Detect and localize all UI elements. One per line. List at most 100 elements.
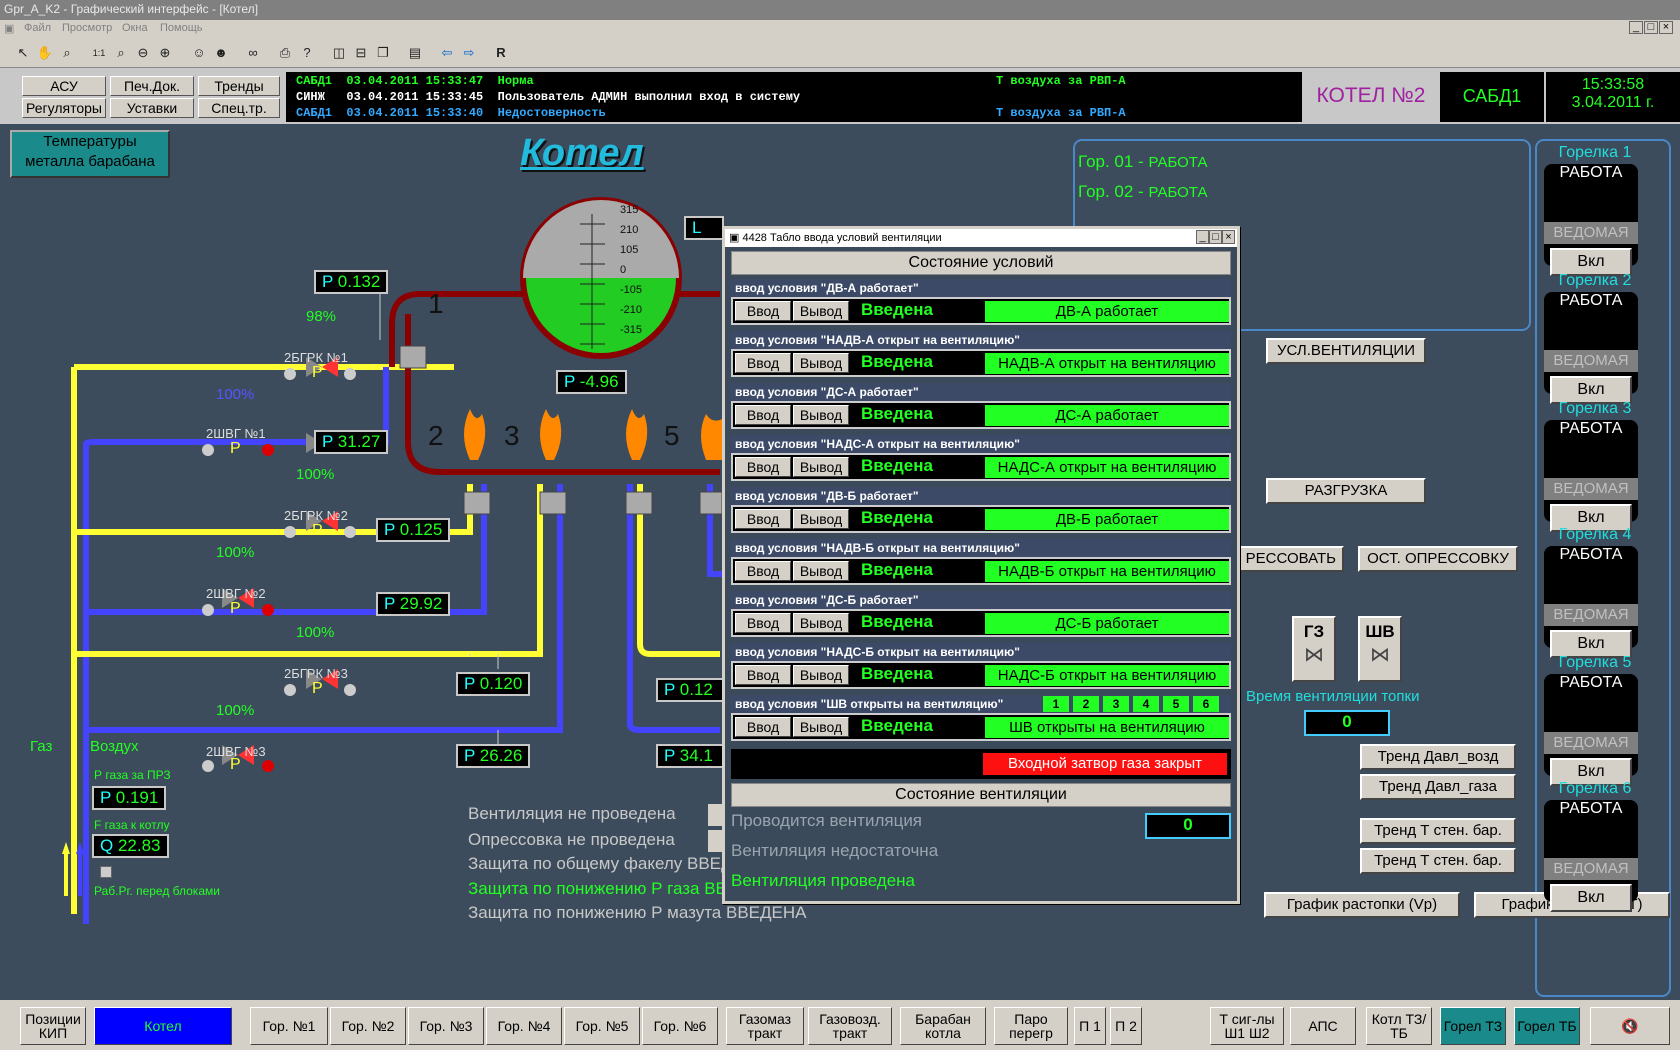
condition-enter-button[interactable]: Ввод xyxy=(735,457,791,477)
trend-drum-wall-button[interactable]: Тренд Т стен. бар. xyxy=(1360,848,1516,874)
event-log[interactable]: САБД1 03.04.2011 15:33:47 Норма Т воздух… xyxy=(286,72,1302,122)
rab-checkbox[interactable] xyxy=(100,866,112,878)
condition-exit-button[interactable]: Вывод xyxy=(793,405,849,425)
status-button-edge[interactable] xyxy=(708,830,722,852)
condition-enter-button[interactable]: Ввод xyxy=(735,613,791,633)
minimize-icon[interactable]: _ xyxy=(1629,21,1643,34)
condition-exit-button[interactable]: Вывод xyxy=(793,509,849,529)
bottom-nav-button[interactable]: Котел xyxy=(94,1007,232,1045)
burner-on-button[interactable]: Вкл xyxy=(1550,376,1632,404)
menu-file[interactable]: Файл xyxy=(24,22,52,34)
cascade-icon[interactable]: ❐ xyxy=(377,45,389,60)
nav-print-docs[interactable]: Печ.Док. xyxy=(110,76,194,96)
condition-exit-button[interactable]: Вывод xyxy=(793,613,849,633)
trend-drum-wall-button[interactable]: Тренд Т стен. бар. xyxy=(1360,818,1516,844)
burner-on-button[interactable]: Вкл xyxy=(1550,884,1632,912)
valve-name[interactable]: 2БГРК №3 xyxy=(284,666,348,681)
bottom-nav-button[interactable]: Горел ТЗ xyxy=(1440,1007,1506,1045)
maximize-icon[interactable]: □ xyxy=(1209,230,1222,244)
bottom-nav-button[interactable]: Котл ТЗ/ТБ xyxy=(1366,1007,1432,1045)
bottom-nav-button[interactable]: Гор. №4 xyxy=(486,1007,562,1045)
condition-enter-button[interactable]: Ввод xyxy=(735,353,791,373)
condition-enter-button[interactable]: Ввод xyxy=(735,717,791,737)
zoom-icon[interactable]: ⌕ xyxy=(63,45,71,60)
pointer-icon[interactable]: ↖ xyxy=(17,45,29,60)
bottom-nav-button[interactable]: П 2 xyxy=(1110,1007,1142,1045)
bottom-nav-button[interactable]: Барабан котла xyxy=(900,1007,986,1045)
shv-valve-button[interactable]: ШВ⋈ xyxy=(1358,616,1402,682)
trend-gas-pressure-button[interactable]: Тренд Давл_газа xyxy=(1360,774,1516,800)
menu-view[interactable]: Просмотр xyxy=(62,22,113,34)
burner-on-button[interactable]: Вкл xyxy=(1550,758,1632,786)
bottom-nav-button[interactable]: АПС xyxy=(1290,1007,1356,1045)
close-icon[interactable]: × xyxy=(1222,230,1235,244)
condition-exit-button[interactable]: Вывод xyxy=(793,665,849,685)
pressurize-button[interactable]: РЕССОВАТЬ xyxy=(1238,546,1344,572)
zoom-out-icon[interactable]: ⊖ xyxy=(137,45,149,60)
tile-horizontal-icon[interactable]: ⊟ xyxy=(355,45,367,60)
startup-graph-vp-button[interactable]: График растопки (Vp) xyxy=(1264,892,1460,918)
valve-name[interactable]: 2БГРК №2 xyxy=(284,508,348,523)
burner-on-button[interactable]: Вкл xyxy=(1550,630,1632,658)
user-icon[interactable]: ☻ xyxy=(214,45,228,60)
bottom-nav-button[interactable]: Позиции КИП xyxy=(20,1007,86,1045)
help-icon[interactable]: ? xyxy=(303,45,311,60)
zoom-in-icon[interactable]: ⊕ xyxy=(159,45,171,60)
bottom-nav-button[interactable]: Гор. №6 xyxy=(642,1007,718,1045)
burner-on-button[interactable]: Вкл xyxy=(1550,248,1632,276)
condition-enter-button[interactable]: Ввод xyxy=(735,665,791,685)
condition-exit-button[interactable]: Вывод xyxy=(793,717,849,737)
dialog-titlebar[interactable]: ▣ 4428 Табло ввода условий вентиляции _□… xyxy=(725,229,1237,247)
condition-enter-button[interactable]: Ввод xyxy=(735,301,791,321)
valve-name[interactable]: 2ШВГ №2 xyxy=(206,586,266,601)
binoculars-icon[interactable]: ∞ xyxy=(248,45,258,60)
tile-vertical-icon[interactable]: ◫ xyxy=(332,45,346,60)
nav-special-trends[interactable]: Спец.тр. xyxy=(198,98,280,118)
print-icon[interactable]: ⎙ xyxy=(279,45,291,60)
zoom-reset-icon[interactable]: 1:1 xyxy=(92,48,106,58)
restore-icon[interactable]: □ xyxy=(1644,21,1658,34)
back-icon[interactable]: ⇦ xyxy=(441,45,453,60)
drum-temperature-button[interactable]: Температуры металла барабана xyxy=(10,130,170,178)
gz-valve-button[interactable]: ГЗ⋈ xyxy=(1292,616,1336,682)
refresh-icon[interactable]: R xyxy=(496,45,506,60)
stop-pressurize-button[interactable]: ОСТ. ОПРЕССОВКУ xyxy=(1358,546,1518,572)
bottom-nav-button[interactable]: Гор. №3 xyxy=(408,1007,484,1045)
forward-icon[interactable]: ⇨ xyxy=(463,45,475,60)
condition-exit-button[interactable]: Вывод xyxy=(793,561,849,581)
alarm-mute-button[interactable]: 🔇 xyxy=(1590,1007,1670,1045)
nav-regulators[interactable]: Регуляторы xyxy=(22,98,106,118)
bottom-nav-button[interactable]: Газомаз тракт xyxy=(726,1007,804,1045)
condition-enter-button[interactable]: Ввод xyxy=(735,561,791,581)
condition-exit-button[interactable]: Вывод xyxy=(793,353,849,373)
condition-enter-button[interactable]: Ввод xyxy=(735,509,791,529)
bottom-nav-button[interactable]: Газовозд. тракт xyxy=(808,1007,892,1045)
unload-button[interactable]: РАЗГРУЗКА xyxy=(1266,478,1426,504)
status-button-edge[interactable] xyxy=(708,804,722,826)
condition-exit-button[interactable]: Вывод xyxy=(793,457,849,477)
app-icon[interactable]: ▣ xyxy=(4,23,15,35)
nav-setpoints[interactable]: Уставки xyxy=(110,98,194,118)
nav-asu[interactable]: АСУ xyxy=(22,76,106,96)
zoom-box-icon[interactable]: ⌕ xyxy=(117,45,125,60)
users-icon[interactable]: ☺ xyxy=(192,45,206,60)
menu-help[interactable]: Помощь xyxy=(160,22,203,34)
bottom-nav-button[interactable]: Гор. №1 xyxy=(250,1007,328,1045)
minimize-icon[interactable]: _ xyxy=(1196,230,1209,244)
vent-conditions-button[interactable]: УСЛ.ВЕНТИЛЯЦИИ xyxy=(1266,338,1426,364)
condition-enter-button[interactable]: Ввод xyxy=(735,405,791,425)
bottom-nav-button[interactable]: Горел ТБ xyxy=(1514,1007,1580,1045)
valve-name[interactable]: 2ШВГ №1 xyxy=(206,426,266,441)
nav-trends[interactable]: Тренды xyxy=(198,76,280,96)
menu-windows[interactable]: Окна xyxy=(122,22,148,34)
trend-air-pressure-button[interactable]: Тренд Давл_возд xyxy=(1360,744,1516,770)
close-icon[interactable]: × xyxy=(1659,21,1673,34)
valve-name[interactable]: 2БГРК №1 xyxy=(284,350,348,365)
valve-name[interactable]: 2ШВГ №3 xyxy=(206,744,266,759)
hand-icon[interactable]: ✋ xyxy=(36,45,54,60)
bottom-nav-button[interactable]: П 1 xyxy=(1074,1007,1106,1045)
bottom-nav-button[interactable]: Т сиг-лы Ш1 Ш2 xyxy=(1210,1007,1284,1045)
window-icon[interactable]: ▤ xyxy=(408,45,422,60)
bottom-nav-button[interactable]: Гор. №2 xyxy=(330,1007,406,1045)
bottom-nav-button[interactable]: Паро перегр xyxy=(994,1007,1068,1045)
